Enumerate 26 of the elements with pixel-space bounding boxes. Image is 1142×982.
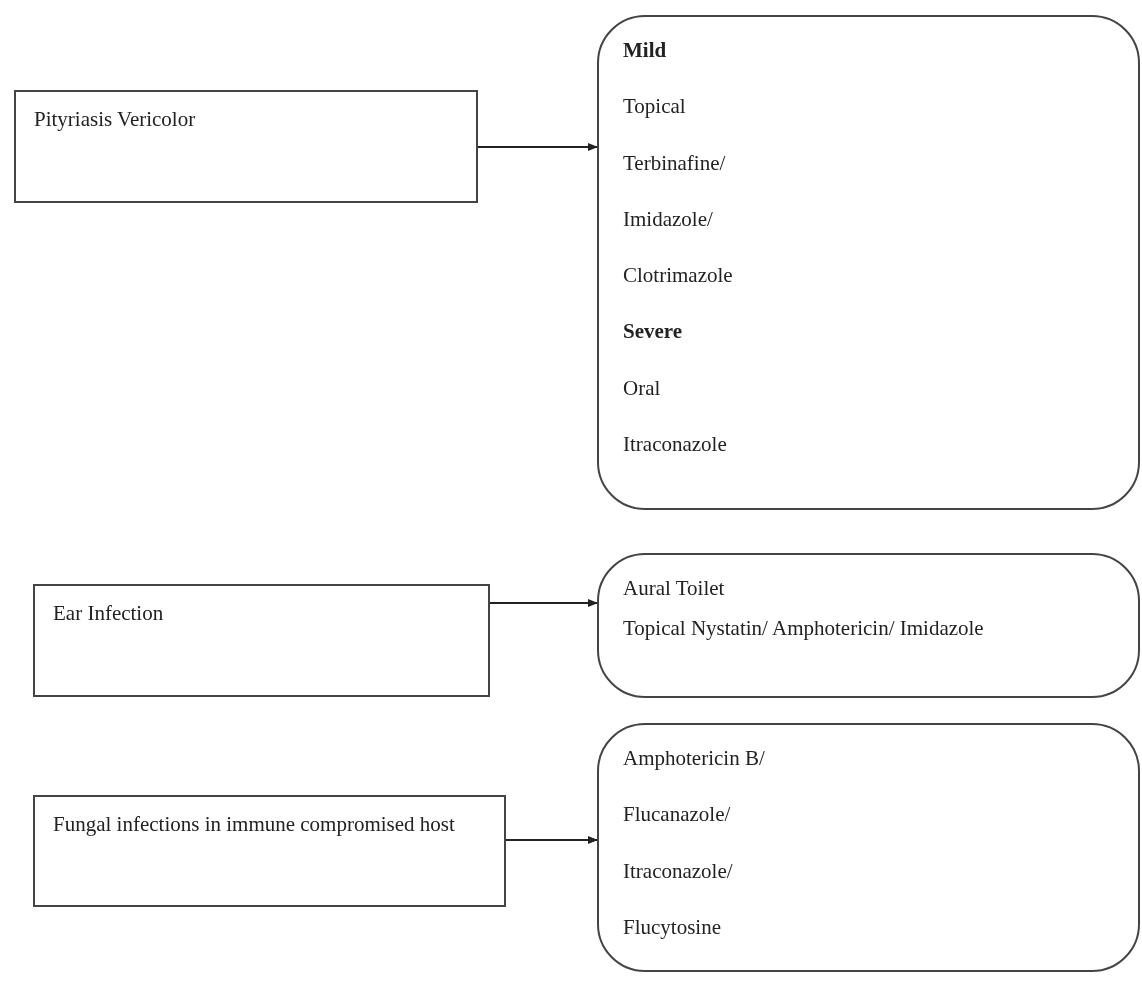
process-box: [33, 795, 506, 907]
rounded-box: [597, 15, 1140, 510]
treatment-text: Aural Toilet: [623, 575, 726, 602]
treatment-text: Imidazole/: [623, 205, 714, 232]
arrow: [505, 836, 598, 844]
treatment-text: Clotrimazole: [623, 262, 734, 289]
rounded-box: [597, 553, 1140, 698]
treatment-text: Topical Nystatin/ Amphotericin/ Imidazole: [623, 615, 985, 642]
condition-text: Pityriasis Vericolor: [34, 106, 197, 133]
arrow: [489, 599, 598, 607]
treatment-text: Flucanazole/: [623, 801, 732, 828]
treatment-text: Oral: [623, 374, 662, 401]
condition-text: Fungal infections in immune compromised host: [53, 811, 456, 838]
treatment-text: Itraconazole/: [623, 857, 734, 884]
treatment-text: Mild: [623, 37, 668, 64]
treatment-text: Terbinafine/: [623, 149, 727, 176]
rounded-box: [597, 723, 1140, 972]
treatment-text: Amphotericin B/: [623, 745, 766, 772]
treatment-text: Itraconazole: [623, 430, 728, 457]
condition-text: Ear Infection: [53, 600, 165, 627]
treatment-text: Topical: [623, 93, 687, 120]
treatment-text: Severe: [623, 318, 684, 345]
arrow: [477, 143, 598, 151]
process-box: [14, 90, 478, 203]
treatment-text: Flucytosine: [623, 913, 722, 940]
process-box: [33, 584, 490, 697]
